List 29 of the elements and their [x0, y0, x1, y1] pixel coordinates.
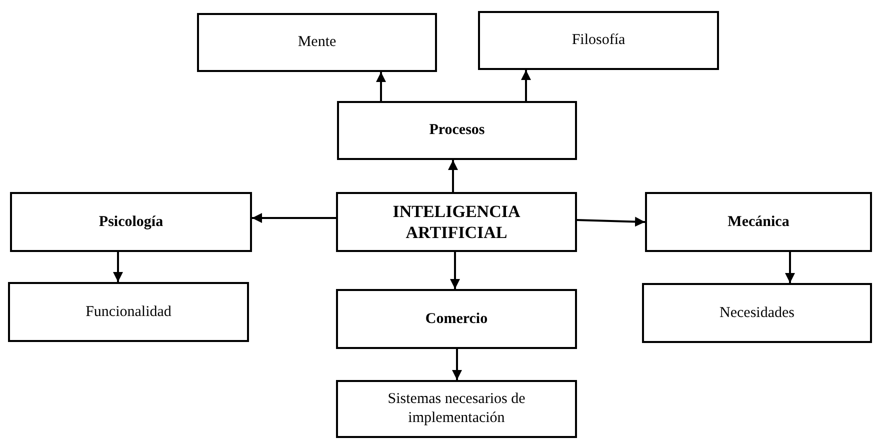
box-label: Procesos	[429, 121, 485, 140]
arrow	[452, 349, 462, 380]
concept-box	[336, 289, 577, 349]
arrow	[450, 252, 460, 289]
box-label: Filosofía	[572, 31, 626, 50]
box-label: Mente	[298, 33, 336, 52]
concept-box	[197, 13, 437, 72]
box-label: Psicología	[98, 212, 164, 232]
concept-box	[336, 192, 577, 252]
concept-box	[642, 283, 872, 343]
arrow	[785, 252, 795, 283]
box-label: Necesidades	[720, 304, 794, 322]
arrow	[252, 213, 336, 223]
arrow	[448, 160, 458, 192]
box-label: INTELIGENCIA ARTIFICIAL	[392, 200, 522, 244]
concept-box	[337, 101, 577, 160]
arrow	[521, 70, 531, 101]
arrow	[113, 252, 123, 282]
concept-box	[645, 192, 872, 252]
box-label: Funcionalidad	[86, 302, 172, 322]
concept-box	[8, 282, 249, 342]
concept-box	[478, 11, 719, 70]
box-label: Comercio	[425, 310, 488, 328]
arrow	[576, 216, 646, 227]
concept-box	[336, 380, 577, 438]
box-label: Sistemas necesarios de implementación	[386, 390, 526, 428]
concept-box	[10, 192, 252, 252]
arrow	[376, 72, 386, 101]
box-label: Mecánica	[728, 212, 790, 232]
